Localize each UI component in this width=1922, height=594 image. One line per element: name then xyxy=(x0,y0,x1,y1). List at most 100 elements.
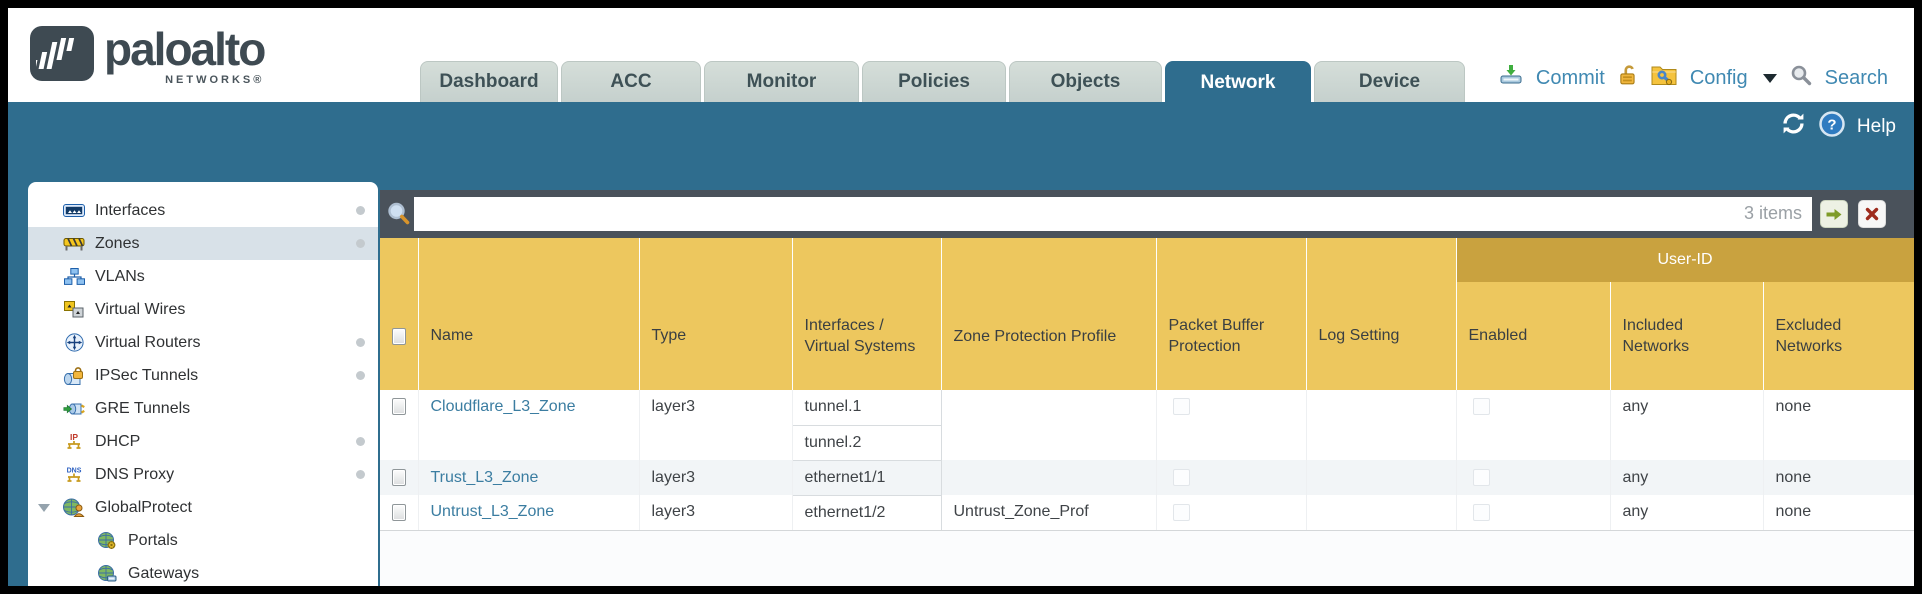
sidebar-item-label: DHCP xyxy=(95,432,141,450)
svg-text:IP: IP xyxy=(70,432,78,442)
sidebar-item-vlans[interactable]: VLANs xyxy=(28,260,378,293)
packet-buffer-protection-checkbox[interactable] xyxy=(1172,503,1190,521)
lock-icon[interactable] xyxy=(1618,64,1638,92)
userid-enabled-checkbox[interactable] xyxy=(1472,398,1490,415)
column-header-zone-protection-profile[interactable]: Zone Protection Profile xyxy=(941,282,1157,390)
sidebar-item-label: Virtual Routers xyxy=(95,333,201,351)
sidebar-item-dhcp[interactable]: IP DHCP xyxy=(28,425,378,458)
commit-button[interactable]: Commit xyxy=(1535,66,1605,89)
expander-triangle-icon[interactable] xyxy=(38,504,50,512)
column-header-type[interactable]: Type xyxy=(639,282,793,390)
column-header-name[interactable]: Name xyxy=(418,282,640,390)
banner-actions: ? Help xyxy=(1780,110,1896,143)
main-nav-tabs: Dashboard ACC Monitor Policies Objects N… xyxy=(420,61,1465,103)
sidebar-item-dns-proxy[interactable]: DNS DNS Proxy xyxy=(28,458,378,491)
row-select-checkbox[interactable] xyxy=(392,398,406,415)
packet-buffer-protection-checkbox[interactable] xyxy=(1172,398,1190,415)
sidebar-item-globalprotect[interactable]: GlobalProtect xyxy=(28,491,378,524)
userid-group-header: User-ID xyxy=(1455,238,1914,282)
config-menu[interactable]: Config xyxy=(1689,66,1748,89)
row-select-checkbox[interactable] xyxy=(392,469,406,486)
paloalto-logo: paloalto NETWORKS® xyxy=(30,23,266,86)
help-icon[interactable]: ? xyxy=(1819,110,1845,143)
zone-name-link[interactable]: Trust_L3_Zone xyxy=(430,468,539,486)
globalprotect-icon xyxy=(62,498,86,518)
brand-networks-label: NETWORKS® xyxy=(165,74,265,86)
table-row: Trust_L3_Zone layer3 ethernet1/1 any non… xyxy=(380,460,1914,496)
items-count-label: 3 items xyxy=(1743,203,1802,223)
sidebar-item-gateways[interactable]: Gateways xyxy=(28,557,378,586)
config-caret-icon[interactable] xyxy=(1762,73,1777,83)
sidebar-item-label: GlobalProtect xyxy=(95,498,192,516)
brand-wordmark: paloalto xyxy=(104,23,266,75)
filter-field: 3 items xyxy=(414,197,1812,231)
gateways-icon xyxy=(95,564,119,584)
sidebar-item-zones[interactable]: Zones xyxy=(28,227,378,260)
column-header-excluded-networks[interactable]: Excluded Networks xyxy=(1763,282,1914,390)
zones-content-panel: 3 items xyxy=(380,190,1914,586)
column-header-row: Name Type Interfaces / Virtual Systems Z… xyxy=(380,282,1914,390)
vlans-icon xyxy=(62,267,86,287)
config-icon xyxy=(1651,64,1677,92)
sidebar-item-interfaces[interactable]: Interfaces xyxy=(28,194,378,227)
row-select-checkbox[interactable] xyxy=(392,503,406,521)
zones-icon xyxy=(62,234,86,254)
svg-text:?: ? xyxy=(1827,116,1836,133)
sidebar-item-label: Interfaces xyxy=(95,201,166,219)
filter-toolbar: 3 items xyxy=(380,190,1914,238)
sidebar-item-portals[interactable]: Portals xyxy=(28,524,378,557)
interface-cell: tunnel.1 xyxy=(791,390,942,426)
select-all-checkbox[interactable] xyxy=(392,327,406,345)
tab-monitor[interactable]: Monitor xyxy=(704,61,859,102)
virtual-wires-icon xyxy=(62,300,86,320)
column-header-packet-buffer-protection[interactable]: Packet Buffer Protection xyxy=(1156,282,1307,390)
search-button[interactable]: Search xyxy=(1824,66,1888,89)
table-subrow: tunnel.2 xyxy=(380,425,1914,461)
help-label[interactable]: Help xyxy=(1856,115,1896,137)
column-header-interfaces[interactable]: Interfaces / Virtual Systems xyxy=(792,282,942,390)
status-dot xyxy=(356,437,365,446)
ipsec-tunnels-icon xyxy=(62,366,86,386)
filter-input[interactable] xyxy=(414,197,1812,231)
sidebar-item-ipsec-tunnels[interactable]: IPSec Tunnels xyxy=(28,359,378,392)
table-row: Untrust_L3_Zone layer3 ethernet1/2 Untru… xyxy=(380,495,1914,531)
status-dot xyxy=(356,371,365,380)
sidebar-item-label: IPSec Tunnels xyxy=(95,366,199,384)
table-row: Cloudflare_L3_Zone layer3 tunnel.1 any n… xyxy=(380,390,1914,460)
tab-objects[interactable]: Objects xyxy=(1009,61,1162,102)
userid-enabled-checkbox[interactable] xyxy=(1472,503,1490,521)
sidebar-item-virtual-routers[interactable]: Virtual Routers xyxy=(28,326,378,359)
svg-text:DNS: DNS xyxy=(67,467,82,474)
excluded-networks-cell: none xyxy=(1763,390,1914,460)
tab-acc[interactable]: ACC xyxy=(561,61,701,102)
zone-name-link[interactable]: Cloudflare_L3_Zone xyxy=(430,398,576,415)
sidebar-item-virtual-wires[interactable]: Virtual Wires xyxy=(28,293,378,326)
interface-cell: tunnel.2 xyxy=(791,425,942,461)
column-header-log-setting[interactable]: Log Setting xyxy=(1306,282,1457,390)
included-networks-cell: any xyxy=(1610,460,1764,495)
clear-filter-button[interactable] xyxy=(1858,200,1886,228)
tab-policies[interactable]: Policies xyxy=(862,61,1006,102)
filter-search-icon xyxy=(386,201,412,232)
apply-filter-button[interactable] xyxy=(1820,200,1848,228)
column-header-included-networks[interactable]: Included Networks xyxy=(1610,282,1764,390)
log-setting-cell xyxy=(1306,495,1457,531)
status-dot xyxy=(356,338,365,347)
sidebar-item-label: VLANs xyxy=(95,267,145,285)
tab-device[interactable]: Device xyxy=(1314,61,1465,102)
dns-proxy-icon: DNS xyxy=(62,465,86,485)
log-setting-cell xyxy=(1306,460,1457,495)
userid-group-row: User-ID xyxy=(380,238,1914,282)
userid-enabled-checkbox[interactable] xyxy=(1472,469,1490,486)
column-header-enabled[interactable]: Enabled xyxy=(1456,282,1611,390)
packet-buffer-protection-checkbox[interactable] xyxy=(1172,469,1190,486)
included-networks-cell: any xyxy=(1610,495,1764,531)
tab-dashboard[interactable]: Dashboard xyxy=(420,61,558,102)
zone-type-cell: layer3 xyxy=(639,495,793,531)
sidebar-item-gre-tunnels[interactable]: GRE Tunnels xyxy=(28,392,378,425)
zone-name-link[interactable]: Untrust_L3_Zone xyxy=(430,503,555,521)
panos-app-window: paloalto NETWORKS® Dashboard ACC Monitor… xyxy=(8,8,1914,586)
tab-network[interactable]: Network xyxy=(1165,61,1311,103)
refresh-icon[interactable] xyxy=(1780,110,1807,143)
sidebar-item-label: Virtual Wires xyxy=(95,300,186,318)
